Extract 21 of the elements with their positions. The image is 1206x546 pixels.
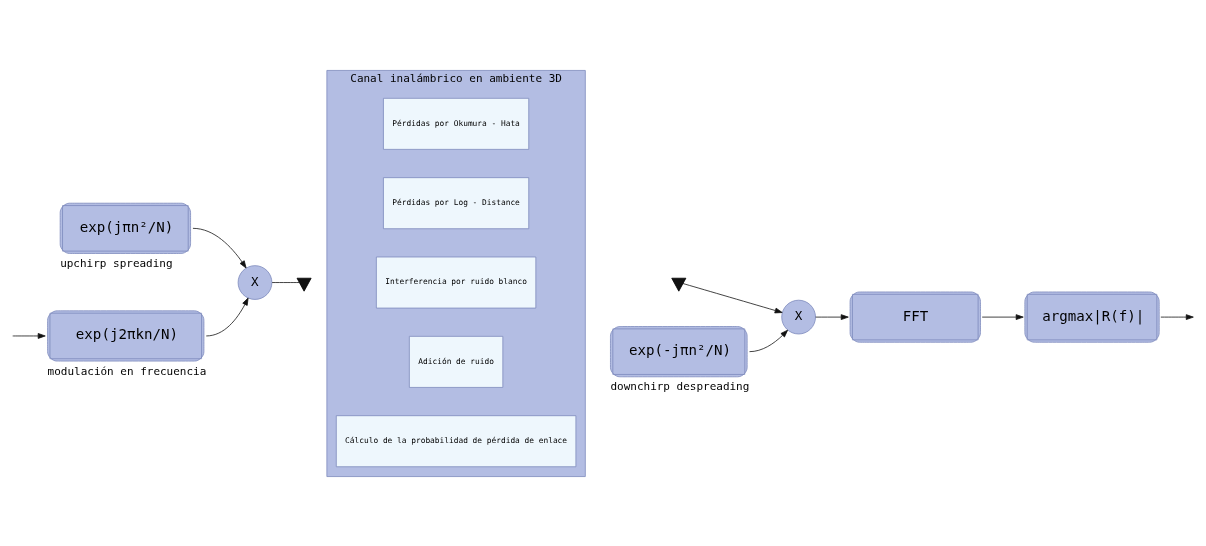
node-circle: X <box>237 264 273 300</box>
arrow <box>205 297 249 336</box>
node-box: Adición de ruido <box>408 335 504 388</box>
arrow <box>682 282 783 313</box>
node-box: Pérdidas por Log - Distance <box>383 176 530 229</box>
arrow <box>12 332 46 339</box>
node-triangle <box>296 277 312 292</box>
node-label: modulación en frecuencia <box>47 364 207 378</box>
node-circle: X <box>781 299 816 334</box>
node-label: downchirp despreading <box>610 379 750 393</box>
node-box: Interferencia por ruido blanco <box>375 256 537 308</box>
connector <box>271 281 300 283</box>
node-label: upchirp spreading <box>60 256 173 270</box>
arrow <box>192 227 247 268</box>
node-box: Pérdidas por Okumura - Hata <box>383 97 530 150</box>
arrow <box>749 329 788 352</box>
arrow <box>815 313 849 320</box>
arrow <box>1160 313 1194 320</box>
arrow <box>981 313 1024 320</box>
node-box: Cálculo de la probabilidad de pérdida de enlace <box>335 414 577 467</box>
node-triangle <box>671 277 687 292</box>
